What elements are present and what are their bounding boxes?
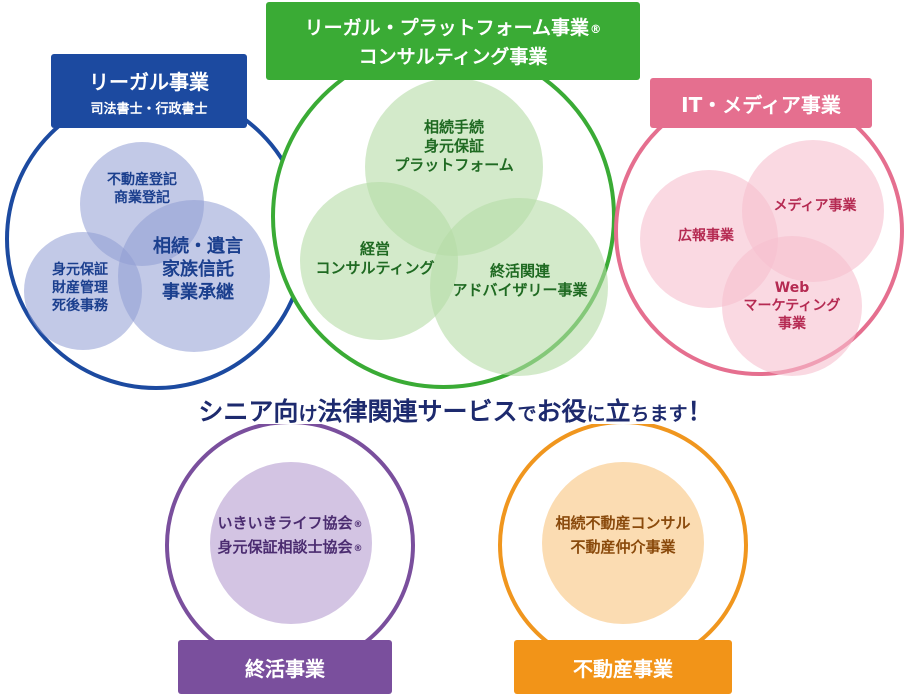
shukatsu-bubble-text: いきいきライフ協会® 身元保証相談士協会® [180,511,400,559]
platform-bubble-management-text: 経営 コンサルティング [315,240,435,278]
legal-title: リーガル事業 [89,69,209,94]
platform-title-line2: コンサルティング事業 [358,46,548,68]
media-bubble-media-text: メディア事業 [773,198,857,214]
tagline-part: で [517,403,537,425]
platform-bubble-procedures-text: 相続手続 身元保証 プラットフォーム [394,118,514,175]
registered-mark: ® [353,544,363,554]
shukatsu-bubble [210,462,372,624]
legal-bubble-registration-text: 不動産登記 商業登記 [107,172,177,206]
tagline-part: に [586,403,606,425]
legal-bubble-guarantee-text: 身元保証 財産管理 死後事務 [52,262,108,314]
realestate-title: 不動産事業 [573,656,673,681]
legal-title-label: リーガル事業 司法書士・行政書士 [51,54,247,128]
realestate-line-2: 不動産仲介事業 [570,538,676,556]
shukatsu-line-2: 身元保証相談士協会 [217,538,353,556]
tagline-part: 立 [605,397,631,426]
tagline-part: お役 [536,397,587,426]
legal-subtitle: 司法書士・行政書士 [90,101,208,117]
media-title: IT・メディア事業 [681,92,841,117]
platform-bubble-shukatsu [430,198,608,376]
media-bubble-web-text: Web マーケティング 事業 [743,280,841,332]
registered-mark: ® [353,520,363,530]
realestate-line-1: 相続不動産コンサル [555,514,691,532]
shukatsu-title-label: 終活事業 [178,640,392,694]
registered-mark: ® [590,22,602,36]
tagline-part: ちます [630,403,688,425]
platform-bubble-management [300,182,458,340]
realestate-bubble-text: 相続不動産コンサル 不動産仲介事業 [513,511,733,559]
tagline-part: シニア向 [198,397,299,426]
shukatsu-title: 終活事業 [245,656,325,681]
realestate-title-label: 不動産事業 [514,640,732,694]
platform-bubble-shukatsu-text: 終活関連 アドバイザリー事業 [452,262,588,300]
media-bubble-web [722,236,862,376]
platform-title-label: リーガル・プラットフォーム事業® コンサルティング事業 [266,2,640,80]
tagline-part: 法律関連サービス [317,397,518,426]
legal-bubble-inheritance [118,200,270,352]
tagline-part: ！ [687,397,713,426]
tagline-part: け [298,403,318,425]
realestate-bubble [542,462,704,624]
shukatsu-line-1: いきいきライフ協会 [217,514,353,532]
tagline: シニア向け法律関連サービスでお役に立ちます！ [0,392,911,428]
legal-bubble-inheritance-text: 相続・遺言 家族信託 事業承継 [153,236,243,304]
media-title-label: IT・メディア事業 [650,78,872,128]
platform-title-line1: リーガル・プラットフォーム事業® [304,17,602,39]
media-bubble-pr-text: 広報事業 [678,228,734,244]
